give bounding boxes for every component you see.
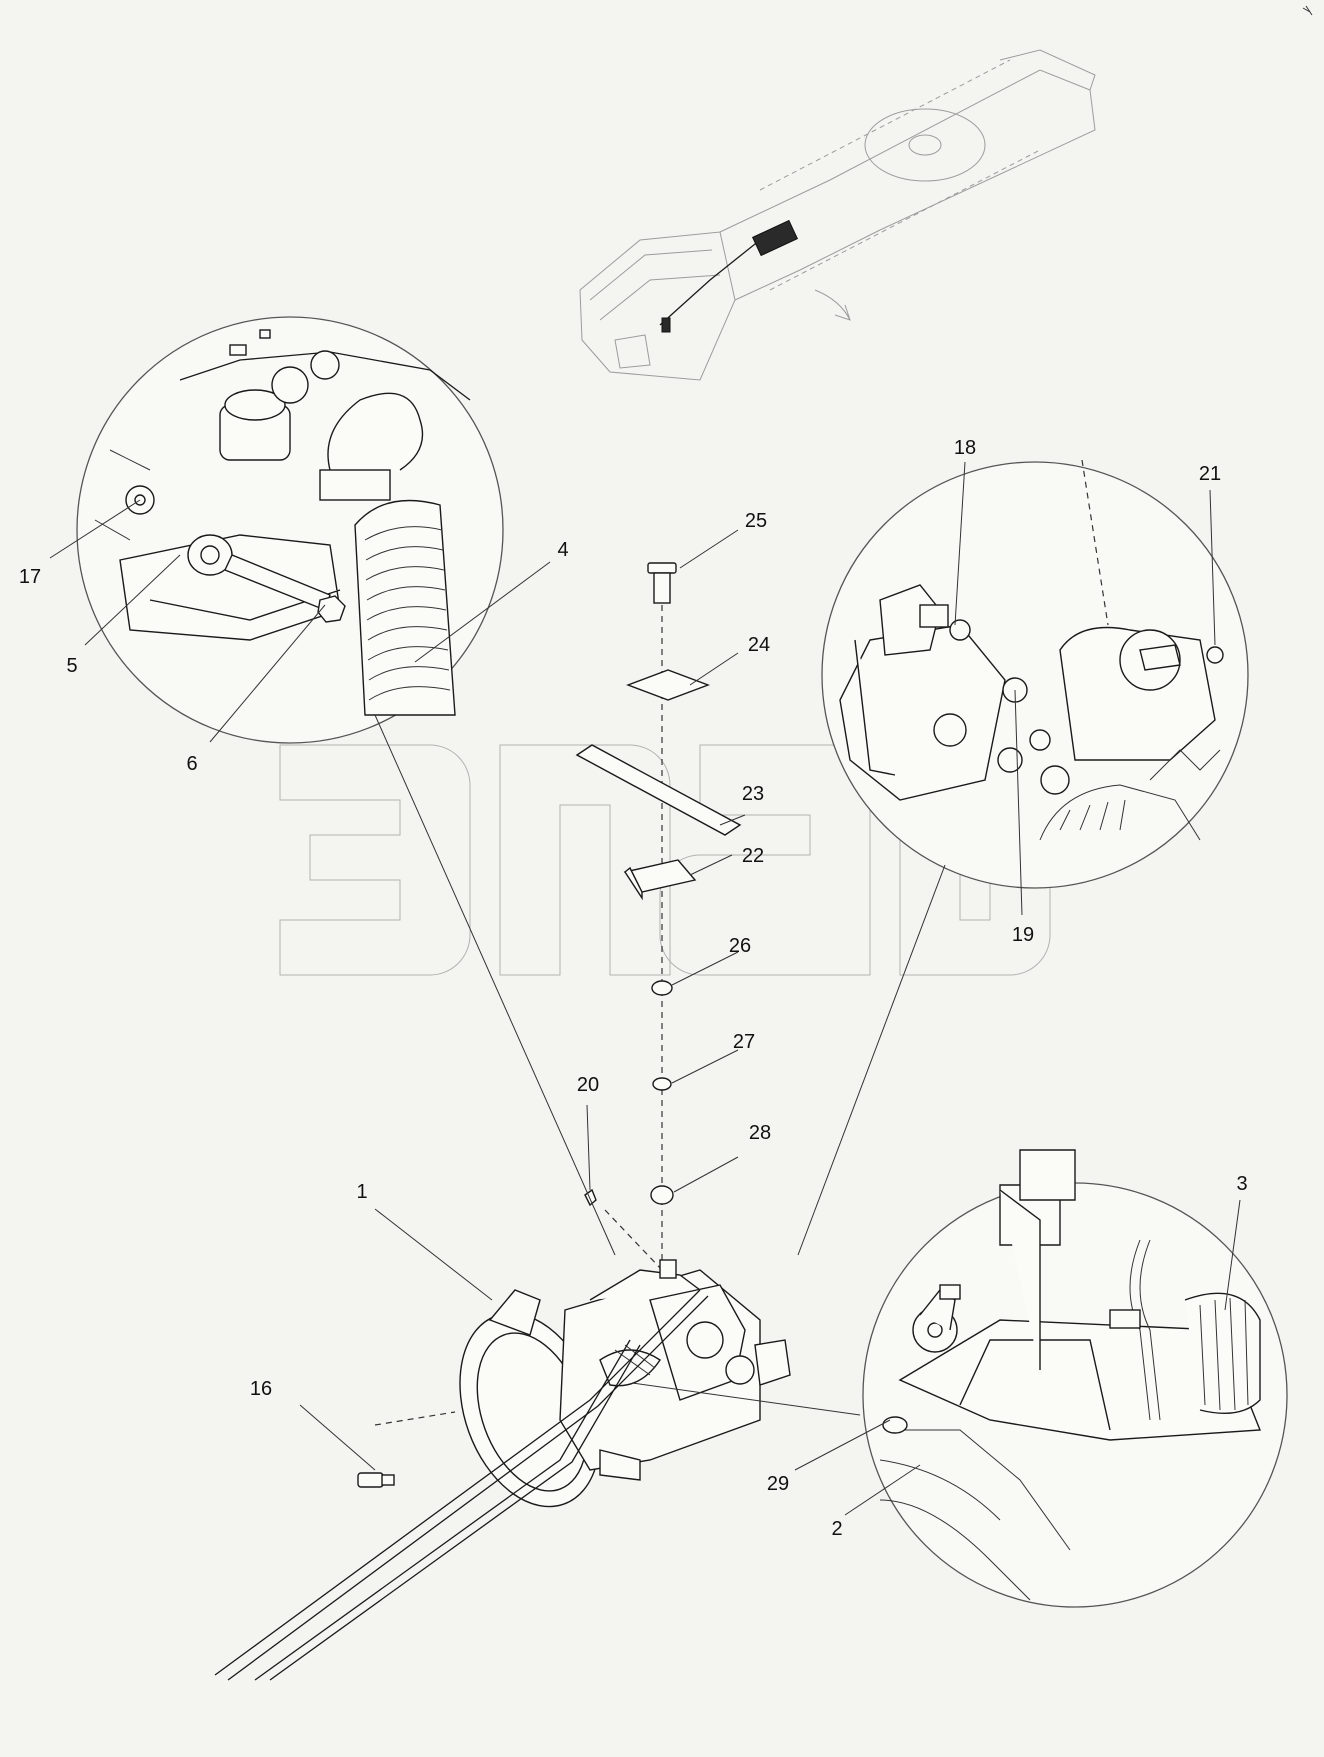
bracket-22 (623, 859, 697, 901)
drive-cables (214, 1289, 709, 1681)
callout-4: 4 (557, 539, 568, 561)
callout-21: 21 (1199, 463, 1221, 485)
callout-20: 20 (577, 1074, 599, 1096)
detail-circle-left (76, 316, 504, 744)
callout-24: 24 (748, 634, 770, 656)
callout-labels: 1 2 3 4 5 6 16 17 18 19 20 21 22 23 24 2… (19, 437, 1248, 1540)
callout-28: 28 (749, 1122, 771, 1144)
nut-28 (650, 1185, 674, 1205)
callout-16: 16 (250, 1378, 272, 1400)
callout-22: 22 (742, 845, 764, 867)
truck-overview (579, 49, 1096, 381)
callout-29: 29 (767, 1473, 789, 1495)
bellows-boot (354, 499, 456, 716)
callout-1: 1 (356, 1181, 367, 1203)
callout-27: 27 (733, 1031, 755, 1053)
exploded-stack (357, 562, 742, 1488)
callout-26: 26 (729, 935, 751, 957)
callout-18: 18 (954, 437, 976, 459)
callout-2: 2 (831, 1518, 842, 1540)
washer-26 (651, 980, 673, 996)
callout-25: 25 (745, 510, 767, 532)
washer-27 (652, 1077, 672, 1091)
callout-17: 17 (19, 566, 41, 588)
detail-circle-right (821, 459, 1249, 889)
callout-6: 6 (186, 753, 197, 775)
bolt-25 (647, 562, 677, 604)
strip-23 (575, 744, 742, 836)
callout-23: 23 (742, 783, 764, 805)
callout-3: 3 (1236, 1173, 1247, 1195)
bolt-16 (357, 1472, 395, 1488)
callout-leaders (49, 461, 1241, 1516)
detail-leaders (374, 714, 946, 1416)
corner-mark (1302, 5, 1313, 16)
plate-24 (626, 669, 710, 701)
gearbox-assembly (214, 1259, 791, 1681)
callout-5: 5 (66, 655, 77, 677)
detail-circle-bottom (862, 1149, 1288, 1608)
callout-19: 19 (1012, 924, 1034, 946)
